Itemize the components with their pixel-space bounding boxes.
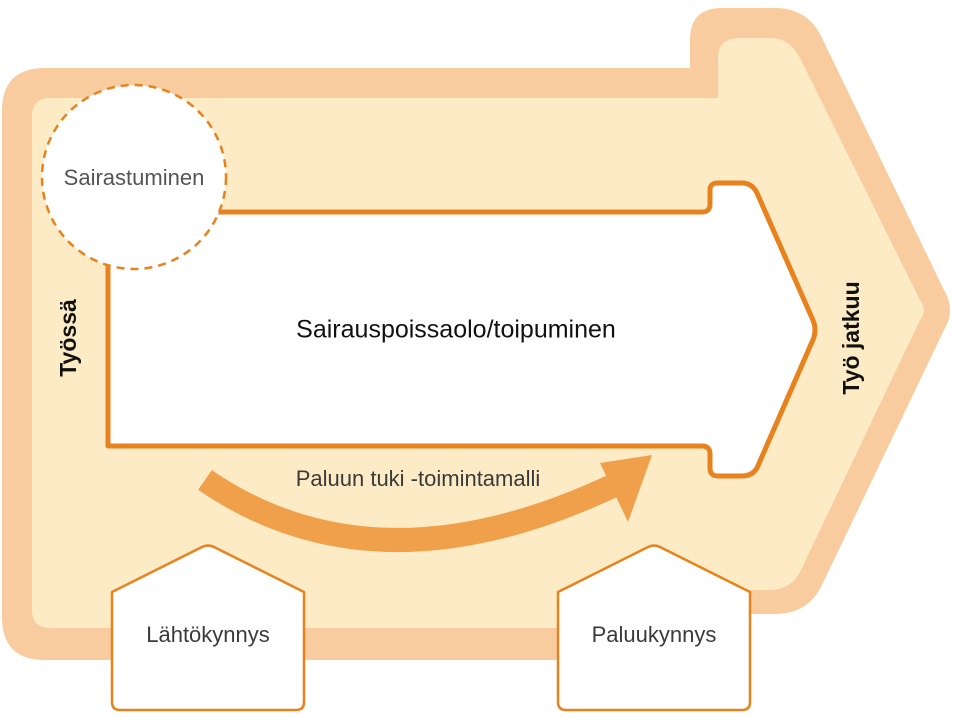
sick-leave-arrow <box>105 180 818 479</box>
support-curve-arrow <box>198 469 631 552</box>
falling-ill-circle <box>40 83 228 271</box>
return-threshold-label: Paluukynnys <box>592 622 717 647</box>
at-work-label: Työssä <box>55 299 81 377</box>
falling-ill-label: Sairastuminen <box>64 165 205 190</box>
support-model-label: Paluun tuki -toimintamalli <box>296 466 541 491</box>
departure-threshold-label: Lähtökynnys <box>146 622 270 647</box>
support-arrow-head <box>600 455 652 522</box>
work-continues-label: Työ jatkuu <box>838 281 864 394</box>
return-threshold-shape <box>556 544 752 712</box>
sick-leave-label: Sairauspoissaolo/toipuminen <box>296 316 616 344</box>
departure-threshold-shape <box>110 544 306 712</box>
